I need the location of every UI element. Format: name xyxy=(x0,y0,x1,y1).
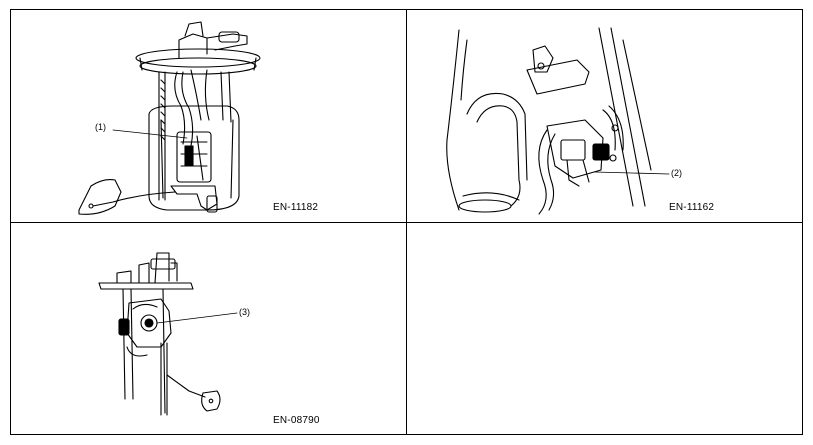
figure-table: (1) EN-11182 xyxy=(10,9,803,435)
figure-cell-1: (1) EN-11182 xyxy=(11,10,406,222)
callout-3-text: (3) xyxy=(239,307,250,317)
connector-location-illustration: (2) xyxy=(446,27,682,215)
figure-code-3: EN-08790 xyxy=(273,415,320,426)
figure-cell-3: (3) EN-08790 xyxy=(11,223,406,435)
figure-cell-2: (2) EN-11162 xyxy=(407,10,804,222)
table-divider-horizontal xyxy=(11,222,802,223)
fuel-pump-assembly-illustration: (1) xyxy=(78,21,261,215)
figure-cell-4-empty xyxy=(407,223,804,435)
callout-1-text: (1) xyxy=(95,122,106,132)
callout-2-text: (2) xyxy=(671,168,682,178)
figure-code-2: EN-11162 xyxy=(669,202,715,213)
figure-code-1: EN-11182 xyxy=(273,202,319,213)
fuel-pump-float-illustration: (3) xyxy=(98,252,250,416)
